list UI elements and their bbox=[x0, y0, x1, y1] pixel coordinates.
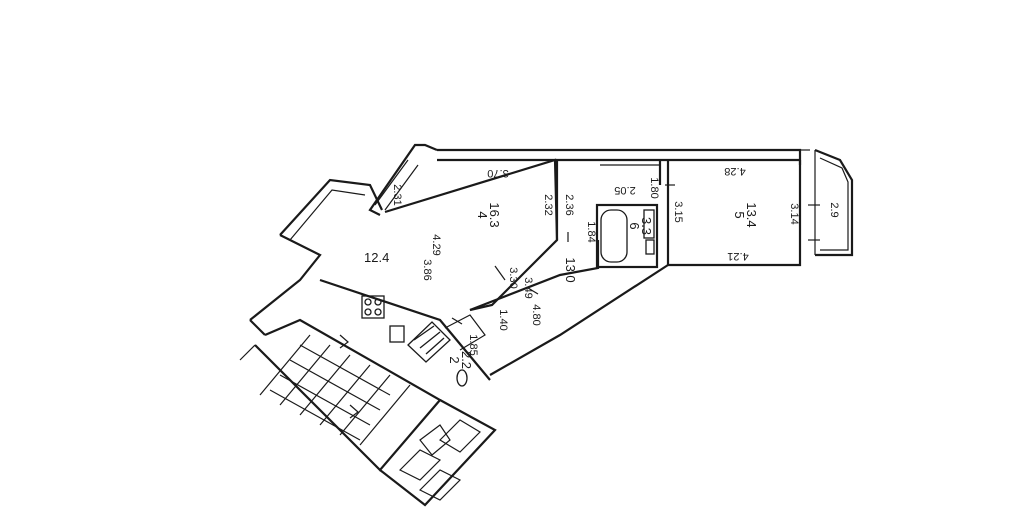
room5-number: 5 bbox=[732, 211, 747, 218]
wc2-number: 2 bbox=[447, 356, 462, 363]
bathtub bbox=[595, 203, 659, 269]
dim-2-31: 2.31 bbox=[391, 184, 403, 205]
dim-4-80: 4.80 bbox=[530, 304, 542, 325]
dim-3-15: 3.15 bbox=[672, 201, 684, 222]
wc2-area: 2.2 bbox=[459, 351, 474, 369]
dimension-labels: 3.70 2.31 2.32 2.36 4.29 3.86 3.30 3.49 … bbox=[391, 165, 840, 356]
room5-area: 13.4 bbox=[744, 202, 759, 227]
dim-3-30: 3.30 bbox=[507, 267, 519, 288]
dim-2-9: 2.9 bbox=[828, 202, 840, 217]
dim-2-05: 2.05 bbox=[614, 184, 635, 196]
staircase bbox=[259, 334, 411, 446]
dim-4-21: 4.21 bbox=[727, 250, 748, 262]
sink bbox=[389, 325, 405, 343]
dim-3-14: 3.14 bbox=[788, 203, 800, 224]
room-labels: 12.4 4 16.3 5 13.4 6 3.3 2 2.2 13.0 bbox=[364, 202, 759, 369]
hall-area: 13.0 bbox=[563, 257, 578, 282]
kitchen-area: 12.4 bbox=[364, 250, 389, 265]
dim-2-36: 2.36 bbox=[563, 194, 575, 215]
room4-number: 4 bbox=[475, 211, 490, 218]
dim-1-84: 1.84 bbox=[585, 221, 597, 242]
dim-3-86: 3.86 bbox=[421, 259, 433, 280]
door-ticks bbox=[451, 184, 820, 325]
shaft-boxes bbox=[398, 419, 481, 501]
dim-4-29: 4.29 bbox=[430, 234, 442, 255]
room4-area: 16.3 bbox=[487, 202, 502, 227]
dim-4-28: 4.28 bbox=[724, 165, 745, 177]
stove bbox=[361, 295, 385, 319]
radiator-grid bbox=[407, 321, 451, 363]
dim-1-85: 1.85 bbox=[467, 334, 479, 355]
dim-1-40: 1.40 bbox=[497, 309, 509, 330]
dim-1-80: 1.80 bbox=[648, 177, 660, 198]
bath6-area: 3.3 bbox=[639, 217, 654, 235]
dim-2-32: 2.32 bbox=[542, 194, 554, 215]
bath6-number: 6 bbox=[627, 222, 642, 229]
dim-3-70: 3.70 bbox=[487, 167, 508, 179]
dim-3-49: 3.49 bbox=[522, 277, 534, 298]
